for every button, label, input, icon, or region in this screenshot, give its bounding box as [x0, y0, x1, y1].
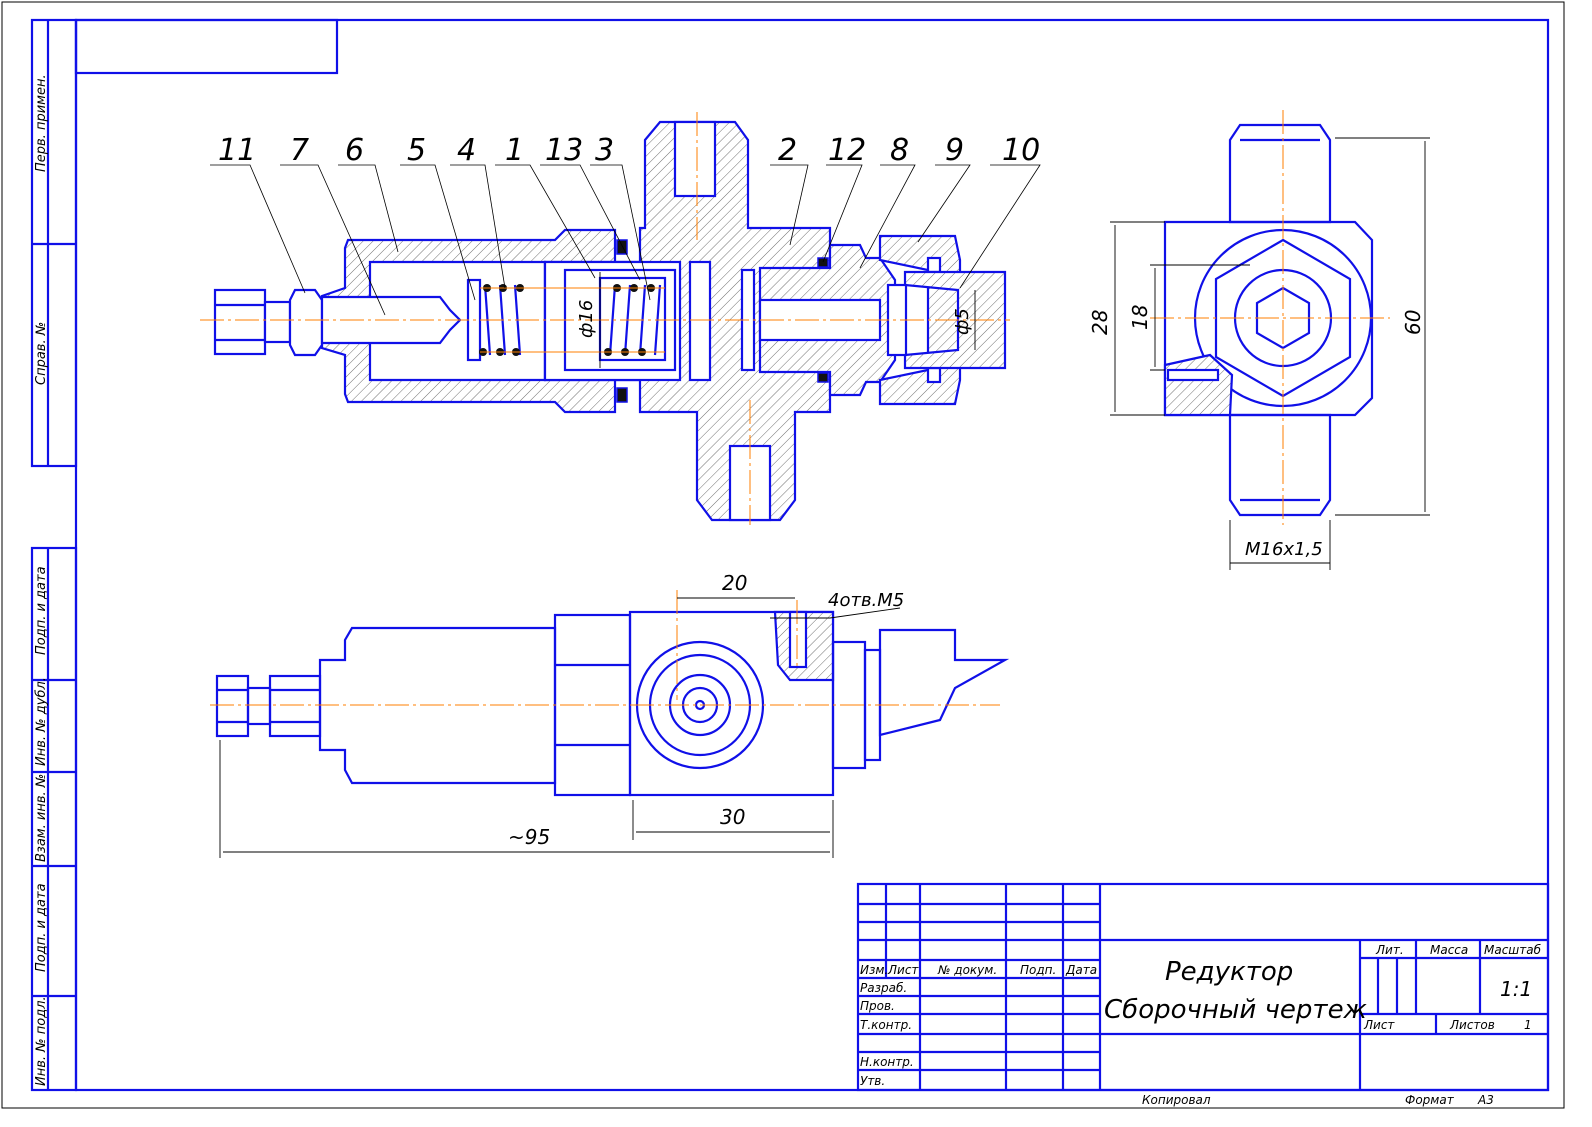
dim-28: 28 [1088, 310, 1112, 335]
stamp-podp-data-1: Подп. и дата [34, 566, 49, 655]
row-nkontr: Н.контр. [860, 1055, 914, 1069]
plan-view: 20 4отв.М5 30 ~95 [210, 571, 1010, 858]
part-label-2: 2 [778, 133, 797, 168]
row-razrab: Разраб. [860, 981, 907, 995]
dim-holes: 4отв.М5 [828, 590, 904, 611]
dim-20: 20 [722, 571, 747, 595]
sheets-label: Листов [1449, 1018, 1495, 1032]
part-number-labels: 11 7 6 5 4 1 13 3 2 12 8 9 10 [218, 133, 1040, 168]
stamp-inv-podl: Инв. № подл. [34, 996, 49, 1086]
row-tkontr: Т.контр. [860, 1018, 912, 1032]
part-label-7: 7 [290, 133, 309, 168]
dim-thread: M16x1,5 [1245, 539, 1323, 560]
col-izm: Изм. [860, 963, 888, 977]
scale-value: 1:1 [1500, 977, 1532, 1001]
part-label-10: 10 [1002, 133, 1040, 168]
leaders [210, 164, 1041, 316]
dim-d5: ф5 [952, 308, 973, 335]
dim-30: 30 [720, 805, 745, 829]
part-label-12: 12 [828, 133, 866, 168]
dim-d16: ф16 [576, 300, 597, 338]
sheets-value: 1 [1524, 1018, 1532, 1032]
format-label: Формат [1405, 1093, 1455, 1107]
dim-60: 60 [1401, 310, 1425, 335]
col-list: Лист [887, 963, 919, 977]
title-line2: Сборочный чертеж [1104, 995, 1368, 1025]
part-label-5: 5 [407, 133, 426, 168]
title-block: Изм. Лист № докум. Подп. Дата Разраб. Пр… [856, 882, 1550, 1107]
dim-18: 18 [1128, 305, 1152, 330]
dim-95: ~95 [508, 825, 550, 849]
part-label-4: 4 [457, 133, 476, 168]
side-stamp: Перв. примен. Справ. № Подп. и дата Инв.… [34, 74, 49, 1086]
sheet-label: Лист [1363, 1018, 1395, 1032]
side-view: 28 18 60 M16x1,5 [1088, 110, 1430, 570]
col-doc: № докум. [937, 963, 997, 977]
stamp-vzam-inv: Взам. инв. № [34, 774, 49, 862]
format-value: А3 [1477, 1093, 1494, 1107]
stamp-perv-primen: Перв. примен. [34, 74, 49, 172]
part-label-8: 8 [890, 133, 909, 168]
col-data: Дата [1065, 963, 1097, 977]
part-label-6: 6 [345, 133, 364, 168]
stamp-sprav: Справ. № [34, 322, 49, 385]
stamp-inv-dubl: Инв. № дубл. [34, 677, 49, 766]
lit-label: Лит. [1375, 943, 1404, 957]
part-label-11: 11 [218, 133, 256, 168]
part-label-9: 9 [945, 133, 964, 168]
col-podp: Подп. [1020, 963, 1056, 977]
part-label-1: 1 [505, 133, 524, 168]
part-label-3: 3 [595, 133, 614, 168]
massa-label: Масса [1430, 943, 1468, 957]
row-prov: Пров. [860, 999, 895, 1013]
part-label-13: 13 [545, 133, 583, 168]
row-utv: Утв. [860, 1074, 885, 1088]
masshtab-label: Масштаб [1484, 943, 1542, 957]
copied-label: Копировал [1142, 1093, 1211, 1107]
section-view: ф16 ф5 11 7 6 5 4 1 13 3 2 12 8 9 10 [200, 112, 1041, 525]
sheet-frame [1, 1, 1565, 1109]
title-line1: Редуктор [1165, 957, 1293, 987]
stamp-podp-data-2: Подп. и дата [34, 883, 49, 972]
